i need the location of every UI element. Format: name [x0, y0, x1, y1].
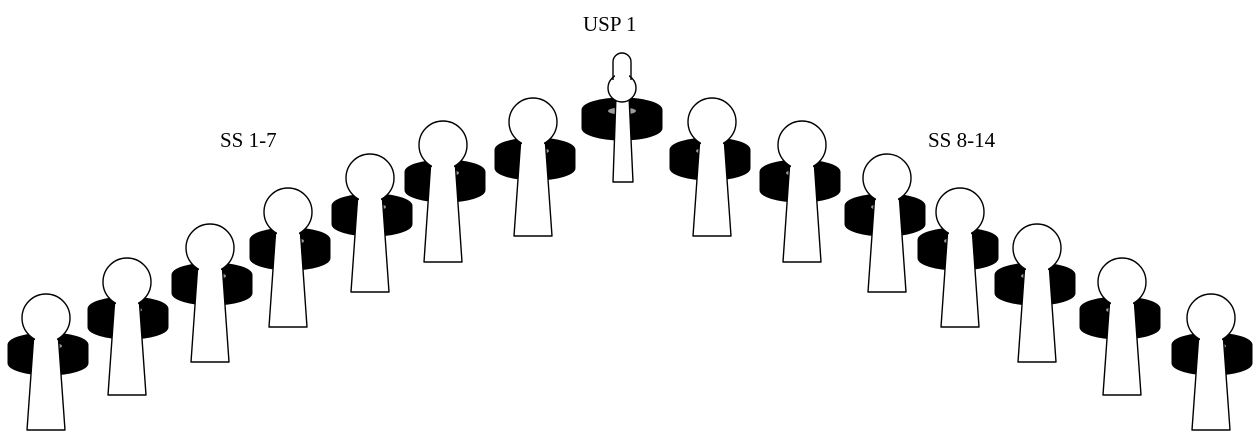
- keyhole-stem: [782, 158, 822, 263]
- ss-unit: [87, 257, 169, 396]
- left-unit-group: [7, 97, 576, 431]
- ss-unit: [404, 120, 486, 263]
- usp-tip: [612, 52, 632, 74]
- keyhole-body: [1186, 293, 1236, 431]
- ss-unit: [171, 223, 253, 363]
- keyhole-seam: [1111, 292, 1133, 310]
- keyhole-seam: [199, 258, 221, 276]
- ss-unit: [917, 187, 999, 328]
- keyhole-seam: [1026, 258, 1048, 276]
- ss-unit: [331, 153, 413, 293]
- keyhole-stem: [1191, 331, 1231, 431]
- ss-unit: [249, 187, 331, 328]
- keyhole-seam: [522, 132, 544, 150]
- usp-unit: [581, 52, 663, 183]
- keyhole-stem: [513, 135, 553, 237]
- keyhole-seam: [116, 292, 138, 310]
- keyhole-seam: [35, 328, 57, 346]
- keyhole-body: [508, 97, 558, 237]
- right-unit-group: [669, 97, 1253, 431]
- keyhole-stem: [867, 191, 907, 293]
- keyhole-body: [607, 52, 637, 183]
- keyhole-stem: [1102, 295, 1142, 396]
- right-group-label: SS 8-14: [928, 128, 996, 152]
- keyhole-stem: [268, 225, 308, 328]
- keyhole-seam: [615, 72, 629, 98]
- keyhole-stem: [26, 331, 66, 431]
- keyhole-body: [345, 153, 395, 293]
- keyhole-body: [102, 257, 152, 396]
- ss-unit: [7, 293, 89, 431]
- keyhole-body: [263, 187, 313, 328]
- keyhole-stem: [692, 135, 732, 237]
- keyhole-stem: [940, 225, 980, 328]
- ss-unit: [994, 223, 1076, 363]
- left-group-label: SS 1-7: [220, 128, 277, 152]
- ss-unit: [669, 97, 751, 237]
- keyhole-stem: [107, 295, 147, 396]
- keyhole-body: [185, 223, 235, 363]
- keyhole-seam: [791, 155, 813, 173]
- keyhole-seam: [701, 132, 723, 150]
- keyhole-body: [862, 153, 912, 293]
- keyhole-body: [687, 97, 737, 237]
- ss-unit: [1171, 293, 1253, 431]
- keyhole-stem: [612, 95, 634, 183]
- keyhole-seam: [1200, 328, 1222, 346]
- keyhole-seam: [949, 222, 971, 240]
- keyhole-body: [1097, 257, 1147, 396]
- keyhole-body: [777, 120, 827, 263]
- keyhole-body: [21, 293, 71, 431]
- keyhole-seam: [876, 188, 898, 206]
- keyhole-stem: [350, 191, 390, 293]
- top-unit-label: USP 1: [583, 12, 637, 36]
- keyhole-seam: [432, 155, 454, 173]
- ss-unit: [494, 97, 576, 237]
- ss-unit: [759, 120, 841, 263]
- keyhole-stem: [190, 261, 230, 363]
- keyhole-seam: [277, 222, 299, 240]
- keyhole-body: [1012, 223, 1062, 363]
- keyhole-body: [418, 120, 468, 263]
- keyhole-stem: [1017, 261, 1057, 363]
- keyhole-seam: [359, 188, 381, 206]
- ss-unit: [844, 153, 926, 293]
- keyhole-body: [935, 187, 985, 328]
- keyhole-stem: [423, 158, 463, 263]
- ss-unit: [1079, 257, 1161, 396]
